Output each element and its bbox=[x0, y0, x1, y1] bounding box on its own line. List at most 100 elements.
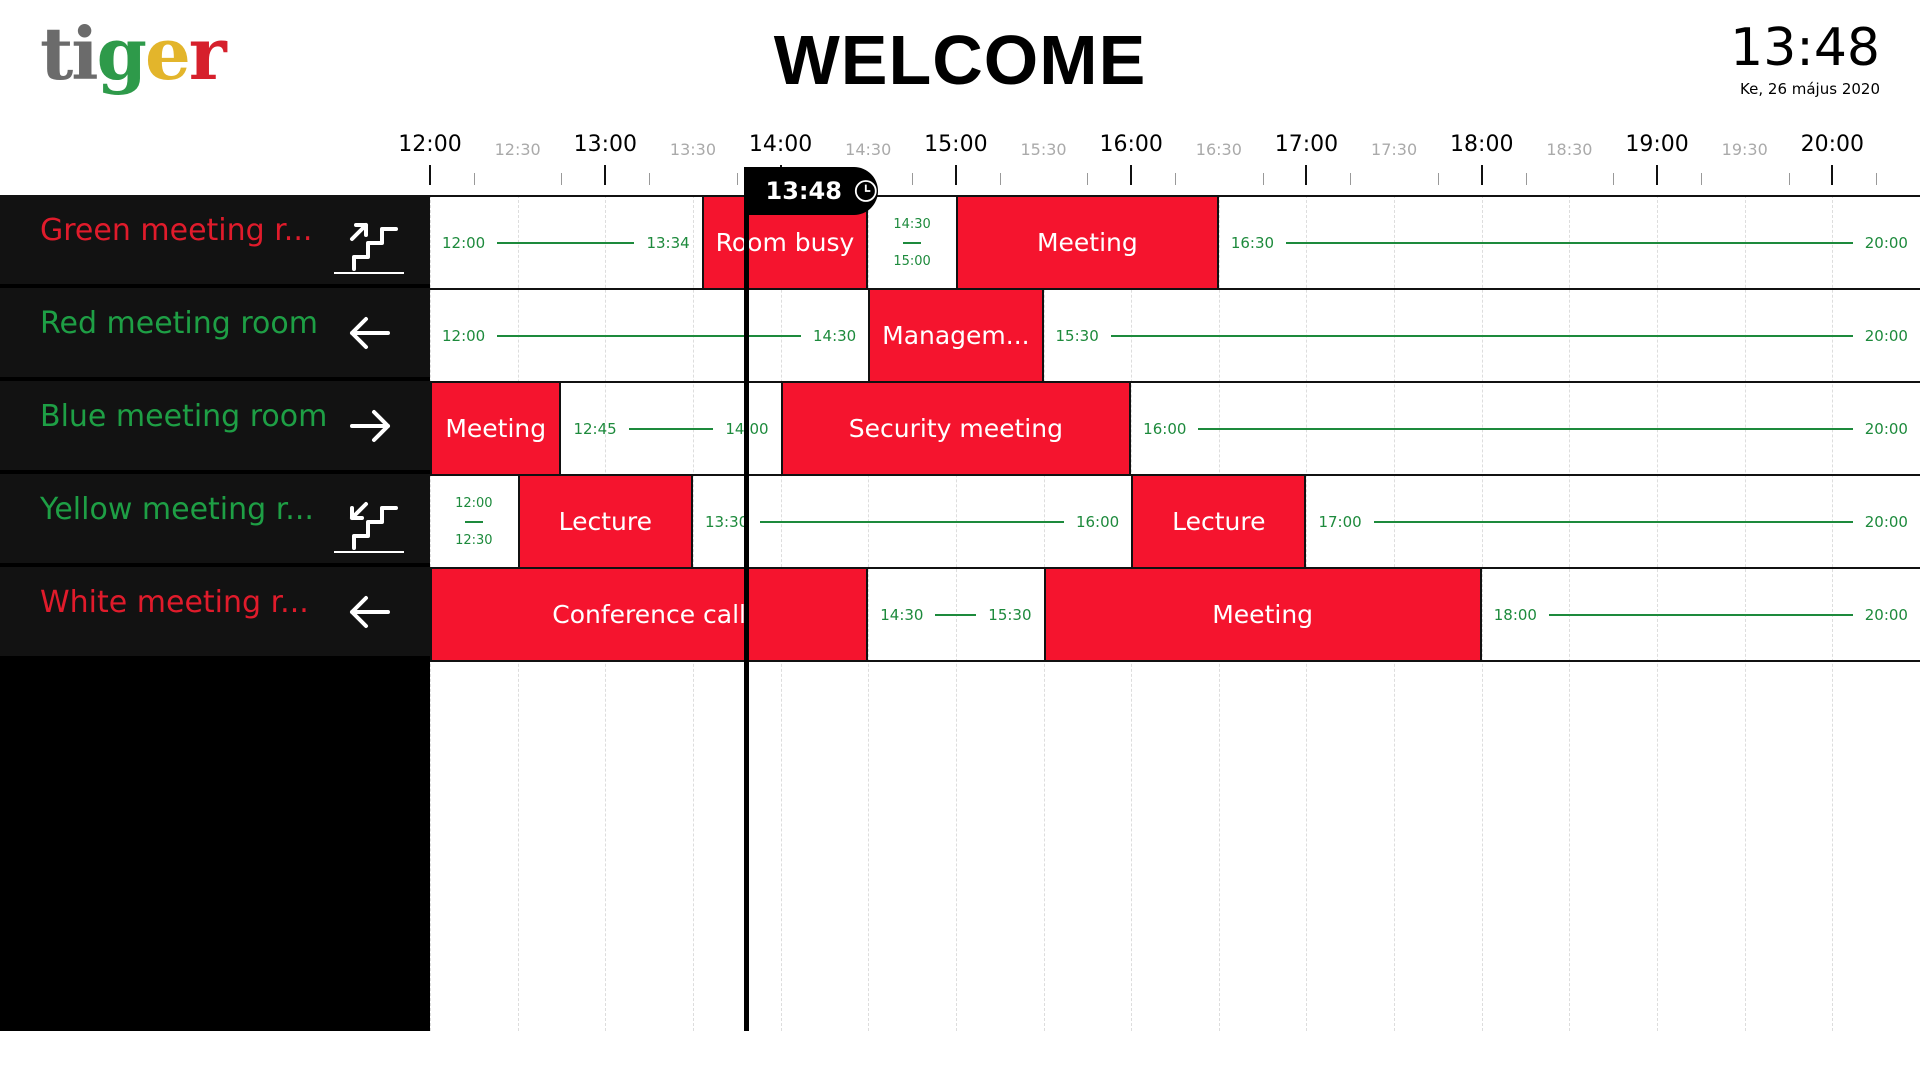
free-slot-line bbox=[1548, 613, 1853, 616]
axis-major-tick bbox=[1305, 165, 1308, 185]
free-slot-end: 12:30 bbox=[455, 532, 493, 548]
free-slot-line bbox=[1198, 427, 1853, 430]
event-block[interactable]: Room busy bbox=[701, 197, 869, 288]
axis-major-tick bbox=[1831, 165, 1834, 185]
row-divider bbox=[430, 381, 1920, 383]
axis-minor-label: 16:30 bbox=[1195, 140, 1242, 159]
room-row-label[interactable]: Blue meeting room bbox=[0, 381, 430, 472]
room-name: Green meeting r... bbox=[40, 213, 313, 248]
free-slot-start: 15:30 bbox=[1055, 326, 1099, 345]
room-row-label[interactable]: Red meeting room bbox=[0, 288, 430, 379]
axis-major-tick bbox=[429, 165, 431, 185]
axis-minor-label: 15:30 bbox=[1020, 140, 1067, 159]
axis-minor-tick bbox=[1788, 173, 1790, 185]
axis-major-label: 13:00 bbox=[573, 132, 637, 157]
axis-minor-tick bbox=[1175, 173, 1176, 185]
event-title: Lecture bbox=[558, 507, 652, 536]
event-block[interactable]: Lecture bbox=[1131, 476, 1307, 567]
event-block[interactable]: Managem... bbox=[868, 290, 1044, 381]
free-slot-line bbox=[760, 520, 1064, 523]
grid-line bbox=[1569, 195, 1571, 1031]
room-name: Blue meeting room bbox=[40, 399, 328, 434]
free-slot-line bbox=[497, 334, 801, 337]
axis-minor-tick bbox=[1262, 173, 1264, 185]
room-row-label[interactable]: White meeting r... bbox=[0, 567, 430, 658]
logo-letter-r: r bbox=[188, 11, 227, 96]
arrow-left-icon bbox=[330, 298, 410, 368]
event-block[interactable]: Security meeting bbox=[780, 383, 1132, 474]
room-name: White meeting r... bbox=[40, 585, 309, 620]
axis-major-label: 19:00 bbox=[1625, 132, 1689, 157]
free-slot[interactable]: 16:00 20:00 bbox=[1131, 383, 1920, 474]
current-time-badge: 13:48 bbox=[743, 167, 878, 215]
room-row-label[interactable]: Yellow meeting r... bbox=[0, 474, 430, 565]
free-slot-start: 18:00 bbox=[1493, 605, 1537, 624]
grid-line bbox=[868, 195, 870, 1031]
event-title: Meeting bbox=[445, 414, 547, 443]
grid-line bbox=[1832, 195, 1834, 1031]
logo-letter-e: e bbox=[144, 11, 191, 96]
axis-minor-tick bbox=[561, 173, 563, 185]
axis-major-tick bbox=[1656, 165, 1659, 185]
free-slot-start: 12:45 bbox=[573, 419, 617, 438]
free-slot-line bbox=[497, 241, 635, 244]
free-slot-start: 14:30 bbox=[880, 605, 924, 624]
event-title: Meeting bbox=[1212, 600, 1314, 629]
current-time-line bbox=[743, 168, 749, 1031]
stairs-down-icon bbox=[330, 484, 410, 554]
event-block[interactable]: Meeting bbox=[1043, 569, 1482, 660]
axis-major-label: 18:00 bbox=[1450, 132, 1514, 157]
axis-minor-label: 17:30 bbox=[1371, 140, 1418, 159]
axis-minor-tick bbox=[649, 173, 651, 185]
free-slot-end: 20:00 bbox=[1864, 419, 1908, 438]
free-slot-line bbox=[464, 520, 483, 523]
axis-minor-label: 14:30 bbox=[845, 140, 892, 159]
axis-major-tick bbox=[1130, 165, 1133, 185]
room-row-label[interactable]: Green meeting r... bbox=[0, 195, 430, 286]
free-slot-line bbox=[1286, 241, 1853, 244]
grid-line bbox=[1657, 195, 1659, 1031]
arrow-right-icon bbox=[330, 391, 410, 461]
event-block[interactable]: Meeting bbox=[430, 383, 562, 474]
tiger-logo: tiger bbox=[40, 18, 227, 90]
event-block[interactable]: Lecture bbox=[517, 476, 693, 567]
axis-minor-label: 12:30 bbox=[494, 140, 541, 159]
event-block[interactable]: Meeting bbox=[955, 197, 1219, 288]
free-slot-start: 16:00 bbox=[1143, 419, 1187, 438]
header-clock: 13:48 Ke, 26 május 2020 bbox=[1730, 22, 1880, 98]
clock-time: 13:48 bbox=[1730, 18, 1880, 78]
free-slot-line bbox=[903, 241, 922, 244]
axis-minor-tick bbox=[912, 173, 914, 185]
free-slot-end: 13:34 bbox=[646, 233, 690, 252]
axis-major-label: 20:00 bbox=[1800, 132, 1865, 157]
free-slot-line bbox=[935, 613, 977, 616]
event-block[interactable]: Conference call bbox=[430, 569, 869, 660]
grid-line bbox=[1744, 195, 1746, 1031]
free-slot-start: 17:00 bbox=[1318, 512, 1362, 531]
axis-minor-tick bbox=[1525, 173, 1527, 185]
axis-major-label: 17:00 bbox=[1274, 132, 1339, 157]
axis-major-label: 15:00 bbox=[924, 132, 988, 157]
row-divider bbox=[430, 474, 1920, 476]
axis-minor-label: 19:30 bbox=[1721, 140, 1768, 159]
axis-minor-label: 18:30 bbox=[1546, 140, 1593, 159]
stairs-up-icon bbox=[330, 205, 410, 275]
row-divider bbox=[430, 660, 1920, 662]
axis-minor-tick bbox=[1350, 173, 1352, 185]
grid-line bbox=[955, 195, 957, 1031]
